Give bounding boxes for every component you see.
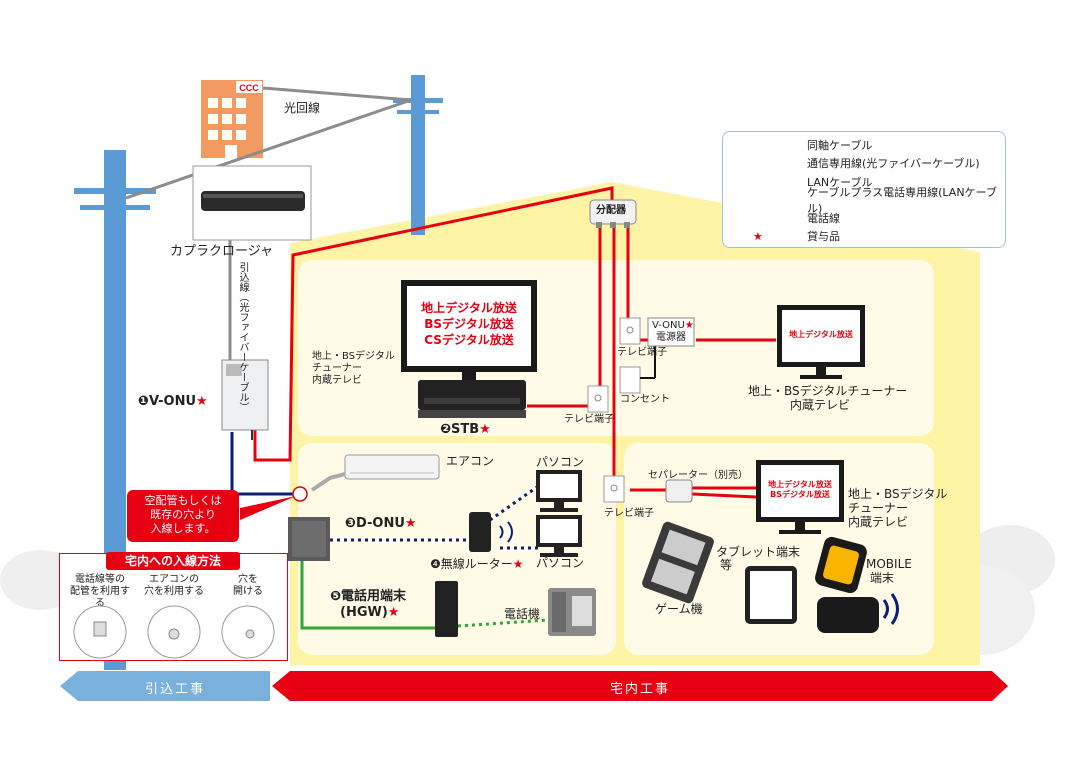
tv-upper-right-desc-2: 内蔵テレビ — [790, 398, 851, 412]
mobile-label-line2: 端末 — [870, 571, 895, 585]
legend-phone-wire: 電話線 — [807, 212, 840, 225]
d-onu-device — [288, 517, 330, 561]
panel-title: 宅内への入線方法 — [106, 552, 240, 570]
aircon-unit — [310, 454, 440, 492]
pc-bottom-label: パソコン — [536, 556, 585, 570]
v-onu-power-label-top: V-ONU★ — [652, 320, 694, 331]
tv-outlet-2 — [619, 317, 641, 345]
hgw-label-line2: (HGW)★ — [340, 605, 400, 620]
tv-outlet-label-2: テレビ端子 — [617, 347, 667, 358]
tv-lower-right — [756, 460, 844, 534]
pc-bottom — [536, 515, 582, 557]
phone-label: 電話機 — [504, 607, 541, 621]
legend-phone-dedicated: ケーブルプラス電話専用線(LANケーブル) — [807, 186, 997, 215]
utility-pole-left — [74, 150, 156, 670]
tv-left-desc-1: 地上・BSデジタル — [312, 351, 395, 362]
phone-dedicated-line — [300, 560, 436, 630]
entry-point — [292, 486, 308, 502]
legend-fiber: 通信専用線(光ファイバーケーブル) — [807, 157, 980, 170]
tv-left-desc-3: 内蔵テレビ — [312, 375, 362, 386]
legend-lan: LANケーブル — [807, 176, 873, 189]
legend-coax: 同軸ケーブル — [807, 139, 873, 152]
v-onu-device — [221, 359, 269, 440]
lower-right-tv-screen-text: 地上デジタル放送 BSデジタル放送 — [768, 480, 832, 499]
method-aircon-hole: エアコンの穴を利用する — [144, 574, 204, 597]
closure-label: カプラクロージャ — [170, 244, 274, 259]
ccc-building: CCC — [201, 80, 263, 158]
tv-upper-right — [777, 305, 865, 379]
router-label: ❹無線ルーター★ — [430, 557, 524, 571]
mobile-label-line1: MOBILE — [866, 557, 912, 571]
incoming-work-label: 引込工事 — [144, 682, 205, 697]
utility-pole-right — [393, 75, 443, 235]
upper-right-tv-screen-text: 地上デジタル放送 — [789, 330, 853, 339]
d-onu-label: ❸D-ONU★ — [345, 516, 417, 531]
pc-top-label: パソコン — [536, 455, 585, 469]
legend-rental: 貸与品 — [807, 230, 840, 243]
method-illustrations — [73, 605, 275, 659]
pc-top — [536, 470, 582, 512]
hgw-device — [435, 581, 458, 637]
tablet-label-line1: タブレット端末 — [716, 545, 801, 559]
coupler-closure — [192, 165, 312, 241]
indoor-work-label: 宅内工事 — [609, 682, 670, 697]
legend-star-icon: ★ — [753, 229, 763, 243]
tablet — [745, 566, 797, 624]
v-onu-power — [647, 317, 695, 347]
stb-label: ❷STB★ — [440, 422, 491, 437]
power-outlet — [619, 366, 641, 394]
entry-callout: 空配管もしくは 既存の穴より 入線します。 — [127, 490, 239, 542]
legend-box: 同軸ケーブル 通信専用線(光ファイバーケーブル) LANケーブル ケーブルプラス… — [722, 131, 1006, 248]
lan-lines — [330, 483, 541, 550]
fiber-line-label: 光回線 — [284, 101, 321, 115]
tv-lower-right-desc-2: チューナー — [848, 501, 909, 515]
splitter-device — [589, 199, 637, 228]
separator-device — [665, 479, 693, 503]
game-label: ゲーム機 — [655, 602, 703, 616]
phone-wire — [457, 618, 549, 628]
tv-lower-right-desc-1: 地上・BSデジタル — [848, 487, 948, 501]
tv-left-desc-2: チューナー — [312, 363, 362, 374]
tablet-label-line2: 等 — [720, 558, 733, 572]
method-drill-hole: 穴を開ける — [233, 574, 263, 597]
power-outlet-label: コンセント — [620, 394, 670, 405]
main-tv-screen-text: 地上デジタル放送 BSデジタル放送 CSデジタル放送 — [421, 301, 517, 347]
tv-outlet-label-3: テレビ端子 — [604, 508, 654, 519]
entry-methods-panel: 宅内への入線方法 電話線等の配管を利用する エアコンの穴を利用する 穴を開ける — [59, 552, 288, 661]
hgw-label-line1: ❺電話用端末 — [330, 589, 407, 604]
v-onu-label: ❶V-ONU★ — [138, 394, 208, 409]
method-phone-pipe: 電話線等の配管を利用する — [70, 574, 130, 609]
main-tv — [401, 280, 537, 382]
drop-cable-label: 引込線（光ファイバーケーブル） — [237, 262, 248, 412]
aircon-label: エアコン — [446, 454, 495, 468]
tv-lower-right-desc-3: 内蔵テレビ — [848, 515, 909, 529]
tv-outlet-label-1: テレビ端子 — [564, 414, 614, 425]
separator-label: セパレーター（別売） — [648, 470, 748, 481]
callout-pointer — [240, 496, 296, 520]
building-logo-text: CCC — [239, 83, 259, 93]
mobile-router — [815, 536, 899, 633]
router-device — [469, 512, 513, 552]
tv-upper-right-desc-1: 地上・BSデジタルチューナー — [748, 384, 908, 398]
telephone — [548, 588, 596, 636]
game-console — [642, 521, 714, 604]
arrow-incoming-work — [60, 671, 270, 701]
arrow-indoor-work — [272, 671, 1008, 701]
stb-device — [418, 380, 526, 418]
splitter-label: 分配器 — [596, 205, 626, 216]
tv-outlet-1 — [587, 385, 609, 413]
v-onu-power-label-bottom: 電源器 — [656, 332, 686, 343]
aerial-fiber — [125, 86, 412, 360]
tv-outlet-3 — [603, 475, 625, 503]
